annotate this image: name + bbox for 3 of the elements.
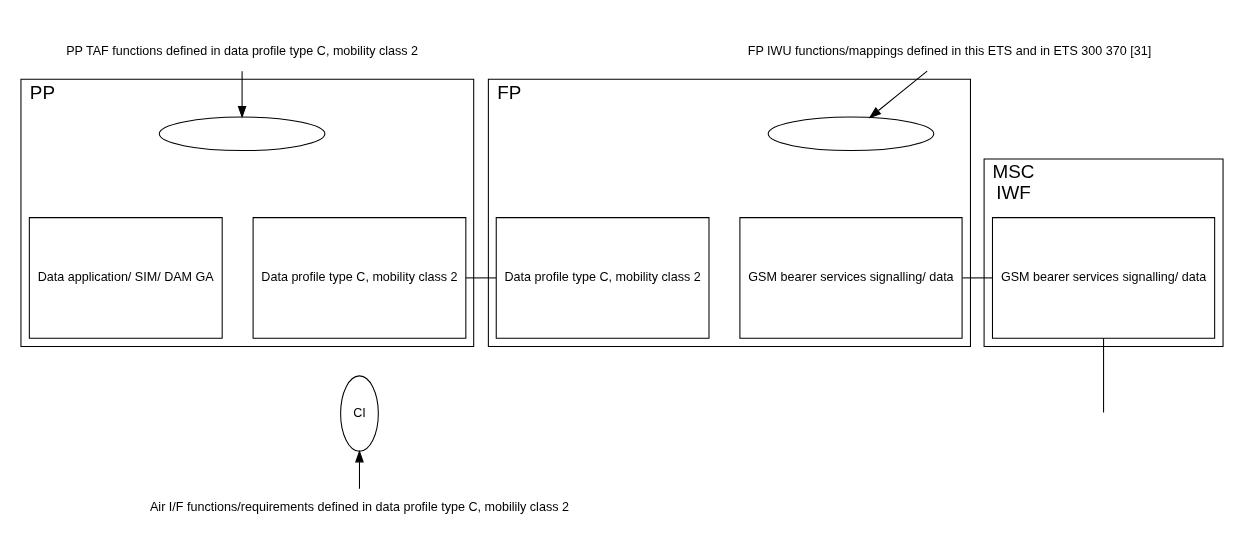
node-text: FP IWU functions/mappings defined in this ETS and in ETS 300 370 [31]: [747, 43, 1152, 58]
node-text: PP TAF functions defined in data profile type C, mobility class 2: [66, 43, 419, 58]
node-text: Air I/F functions/requirements defined in data profile type C, mobilily class 2: [150, 499, 569, 514]
